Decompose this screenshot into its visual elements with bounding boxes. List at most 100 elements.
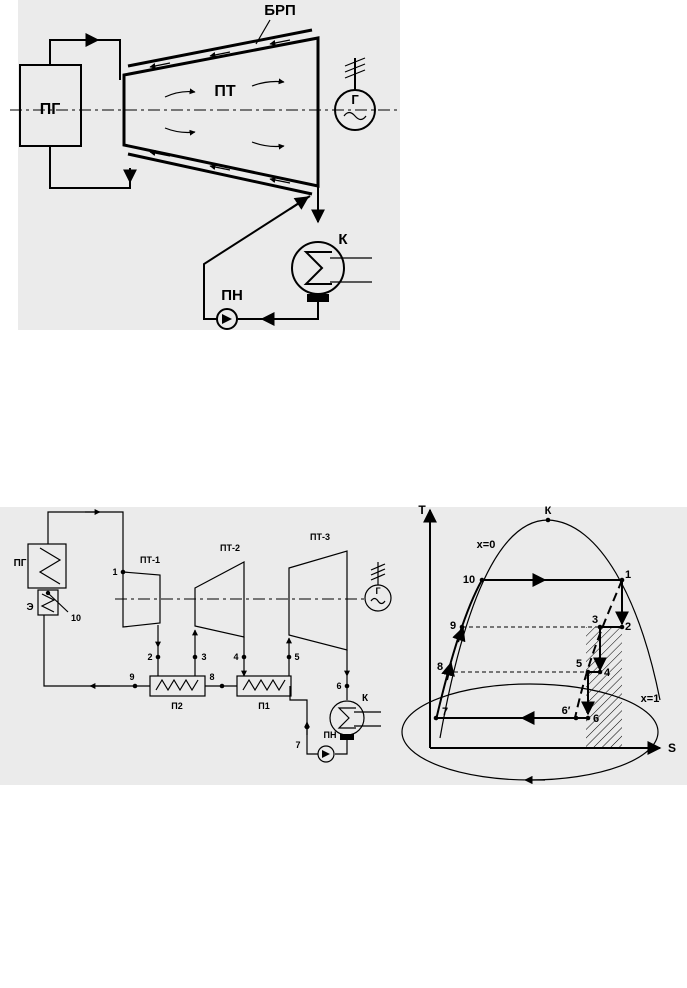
bottom-point-7-label: 7 — [295, 740, 300, 750]
brp-flow-arrow — [149, 150, 171, 157]
bottom-scheme: ПГ Э 10 1 ПТ-1 ПТ-2 ПТ-3 Г 2 — [0, 507, 400, 785]
bottom-point-1-label: 1 — [112, 567, 117, 577]
top-brp-leader — [255, 19, 271, 45]
ts-axis-s-label: S — [668, 741, 676, 755]
bottom-point-8-dot — [219, 683, 225, 689]
top-steam-generator-label: ПГ — [40, 101, 61, 118]
ts-point-6prime-label: 6′ — [562, 705, 571, 717]
bottom-pump-label: ПН — [324, 730, 337, 740]
ts-point-6-label: 6 — [593, 713, 599, 725]
top-brp-lower — [127, 152, 313, 196]
bottom-point-2-dot — [155, 654, 161, 660]
bottom-heater-p2-label: П2 — [171, 701, 182, 711]
top-pump-label: ПН — [221, 287, 243, 304]
bottom-feed-line-9 — [43, 615, 150, 687]
ts-liquid-arrow — [452, 626, 466, 643]
ts-x1-label: x=1 — [641, 693, 660, 705]
ts-point-5-label: 5 — [576, 658, 582, 670]
bottom-point-2-label: 2 — [147, 652, 152, 662]
ts-point-10-label: 10 — [463, 574, 475, 586]
bottom-eco-coil — [40, 593, 56, 613]
bottom-point-4-label: 4 — [233, 652, 238, 662]
bottom-point-3-dot — [192, 654, 198, 660]
brp-flow-arrow — [209, 164, 231, 171]
bottom-point-10-label: 10 — [71, 613, 81, 623]
bottom-condensate-line — [335, 740, 348, 755]
top-scheme-background — [18, 0, 400, 330]
turbine-flow-arrow — [164, 127, 196, 136]
bottom-point-3-label: 3 — [201, 652, 206, 662]
ts-point-1-label: 1 — [625, 569, 631, 581]
ts-point-7-label: 7 — [442, 706, 448, 718]
bottom-steam-generator-box — [27, 543, 67, 589]
ts-point-6-dot — [585, 715, 591, 721]
turbine-flow-arrow — [164, 88, 196, 98]
bottom-condenser-base — [340, 734, 354, 740]
top-generator-sine — [343, 111, 367, 121]
ts-critical-point-dot — [545, 517, 551, 523]
brp-flow-arrow — [269, 39, 291, 46]
ts-point-9-label: 9 — [450, 620, 456, 632]
bottom-steam-generator-label: ПГ — [14, 558, 27, 569]
ts-point-10-dot — [479, 577, 485, 583]
ts-point-5-dot — [585, 669, 591, 675]
bottom-point-9-label: 9 — [129, 672, 134, 682]
bottom-scheme-background — [0, 507, 400, 785]
bottom-turbine-1 — [122, 571, 161, 628]
top-generator-label: Г — [351, 92, 359, 107]
bottom-point-5-dot — [286, 654, 292, 660]
bottom-point-4-dot — [241, 654, 247, 660]
top-feedwater-arrow — [289, 196, 310, 210]
bottom-point-9-dot — [132, 683, 138, 689]
top-brp-label: БРП — [264, 2, 296, 19]
ts-axis-t-label: T — [418, 503, 426, 517]
bottom-turbine-1-label: ПТ-1 — [140, 555, 160, 565]
ground-mark — [344, 69, 366, 79]
ts-point-2-label: 2 — [625, 621, 631, 633]
bottom-pump-triangle — [322, 750, 330, 758]
ts-diagram-background — [400, 507, 687, 785]
ground-mark — [370, 563, 386, 571]
heater-p1-coil — [242, 678, 286, 692]
bottom-turbine-2-label: ПТ-2 — [220, 543, 240, 553]
ground-mark — [344, 57, 366, 67]
bottom-feed-line-1 — [289, 686, 318, 755]
bottom-point-5-label: 5 — [294, 652, 299, 662]
bottom-condenser-label: К — [362, 693, 369, 704]
ts-point-3-label: 3 — [592, 614, 598, 626]
ts-point-1-dot — [619, 577, 625, 583]
top-pump-triangle — [222, 314, 232, 324]
heater-p2-coil — [155, 678, 199, 692]
bottom-turbine-3-label: ПТ-3 — [310, 532, 330, 542]
ts-x0-label: x=0 — [477, 539, 496, 551]
top-condenser-sigma — [303, 251, 332, 285]
ts-diagram: T S К x=0 x=1 1 — [400, 503, 687, 785]
bottom-economizer-label: Э — [26, 602, 33, 613]
top-feedwater-line — [203, 195, 311, 320]
ts-point-8-dot — [444, 669, 450, 675]
top-turbine-label: ПТ — [214, 83, 236, 100]
ts-dashed-expansion — [574, 579, 623, 719]
ground-mark — [370, 568, 386, 576]
turbine-flow-arrow — [251, 78, 285, 87]
ts-point-3-dot — [597, 624, 603, 630]
bottom-heater-p1-label: П1 — [258, 701, 269, 711]
bottom-sg-coil — [38, 547, 62, 585]
bottom-point-8-label: 8 — [209, 672, 214, 682]
ts-point-4-dot — [597, 669, 603, 675]
ts-point-9-dot — [459, 624, 465, 630]
ts-point-4-label: 4 — [604, 667, 611, 679]
bottom-point-7-dot — [304, 724, 310, 730]
ts-critical-point-label: К — [545, 505, 552, 517]
brp-flow-arrow — [209, 51, 231, 58]
bottom-condenser-sigma — [337, 707, 356, 729]
top-condenser-label: К — [338, 231, 348, 248]
ts-point-8-label: 8 — [437, 661, 443, 673]
ground-mark — [344, 63, 366, 73]
brp-flow-arrow — [149, 62, 171, 69]
ts-point-6prime-dot — [573, 715, 579, 721]
ts-point-7-dot — [433, 715, 439, 721]
turbine-flow-arrow — [251, 141, 285, 150]
top-condenser-base — [307, 294, 329, 302]
